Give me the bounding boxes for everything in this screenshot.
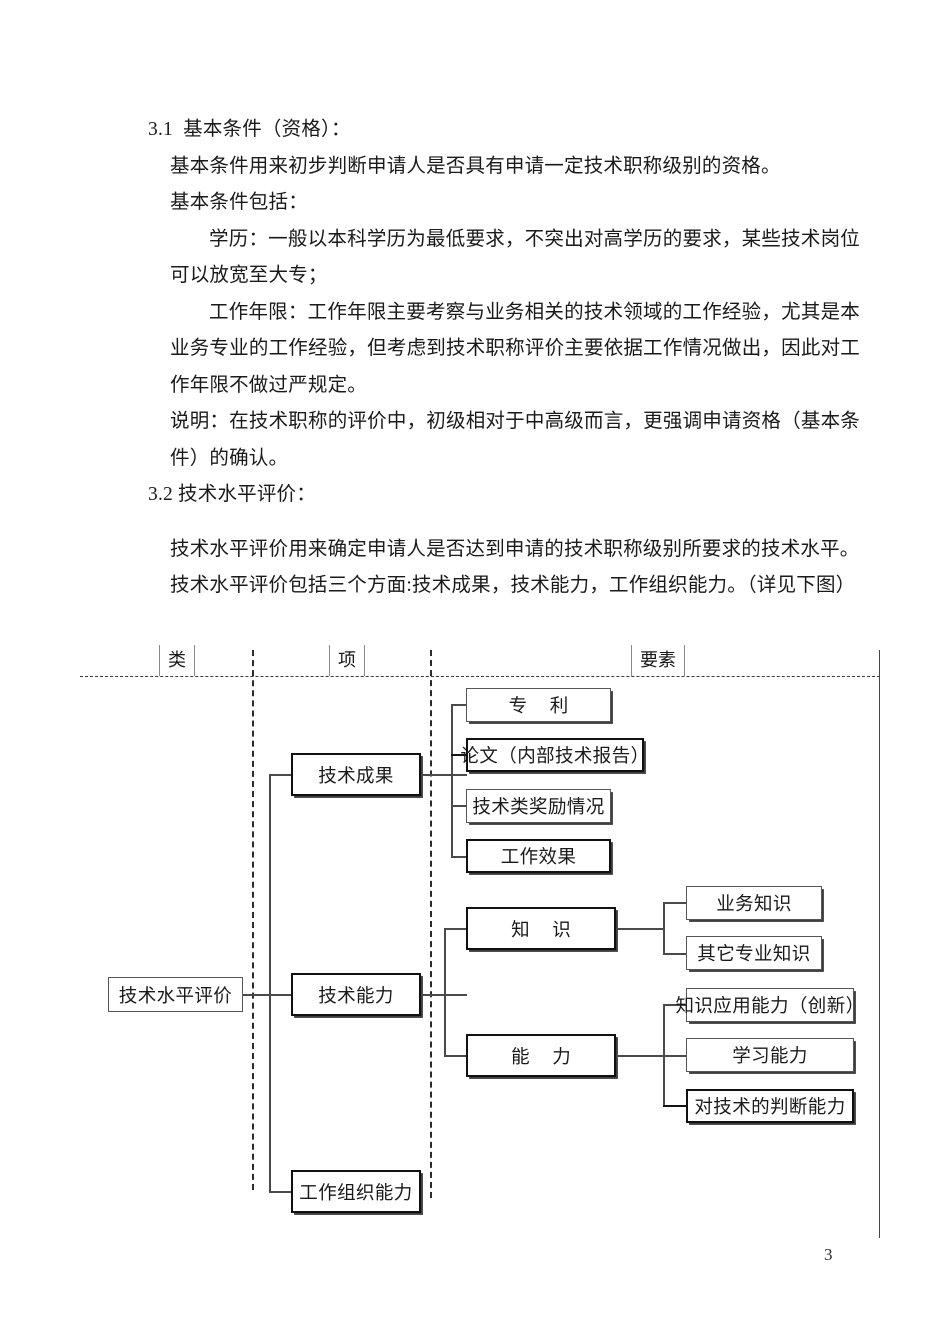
node-other-professional-knowledge: 其它专业知识	[686, 936, 822, 970]
diagram-right-border	[879, 650, 880, 1238]
connector-knowledge-to-other	[663, 953, 687, 955]
connector-capability-to-judgment	[663, 1105, 687, 1108]
node-technical-achievements: 技术成果	[291, 753, 421, 796]
connector-spine-to-organization	[269, 1191, 291, 1193]
connector-knowledge-to-business	[663, 902, 687, 904]
connector-main-spine	[269, 775, 271, 1193]
connector-ability-to-capability	[444, 1055, 468, 1057]
connector-capability-to-learning	[663, 1055, 687, 1057]
node-technical-award-status: 技术类奖励情况	[466, 789, 611, 823]
paragraph-3-1-1: 基本条件用来初步判断申请人是否具有申请一定技术职称级别的资格。	[170, 155, 781, 177]
connector-achievements-to-patent	[451, 704, 467, 706]
connector-ability-bus	[444, 929, 446, 1057]
header-divider-line	[80, 676, 880, 677]
connector-achievements-to-paper	[451, 754, 467, 757]
column-divider-item-element	[430, 650, 432, 1198]
connector-capability-to-application	[663, 1004, 687, 1006]
node-technical-judgment-ability: 对技术的判断能力	[686, 1089, 854, 1123]
column-divider-class-item	[252, 650, 254, 1190]
connector-spine-to-achievements	[269, 774, 291, 776]
page-number: 3	[824, 1245, 833, 1264]
connector-spine-to-ability	[269, 994, 291, 996]
node-knowledge-application-innovation: 知识应用能力（创新）	[676, 988, 864, 1022]
node-work-organization-ability: 工作组织能力	[291, 1170, 421, 1213]
paragraph-3-1-5: 说明：在技术职称的评价中，初级相对于中高级而言，更强调申请资格（基本条件）的确认…	[170, 411, 860, 469]
node-patent: 专 利	[466, 688, 611, 722]
section-heading-3-2: 3.2 技术水平评价：	[148, 484, 316, 505]
section-heading-3-1: 3.1 基本条件（资格）：	[148, 119, 351, 140]
connector-achievements-out	[421, 774, 467, 776]
connector-knowledge-out	[616, 928, 664, 930]
document-body: 3.1 基本条件（资格）： 基本条件用来初步判断申请人是否具有申请一定技术职称级…	[148, 112, 860, 605]
column-header-element: 要素	[631, 645, 685, 676]
paragraph-3-2-2: 技术水平评价包括三个方面:技术成果，技术能力，工作组织能力。（详见下图）	[170, 575, 856, 596]
connector-achievements-bus	[451, 705, 453, 857]
connector-root-to-spine	[243, 994, 271, 996]
column-header-item: 项	[329, 645, 365, 676]
paragraph-3-1-4: 工作年限：工作年限主要考察与业务相关的技术领域的工作经验，尤其是本业务专业的工作…	[170, 301, 860, 396]
connector-achievements-to-effect	[451, 856, 467, 858]
node-work-effect: 工作效果	[466, 839, 611, 873]
connector-knowledge-bus	[663, 903, 665, 955]
connector-achievements-to-award	[451, 805, 467, 807]
connector-capability-out	[616, 1055, 664, 1057]
node-business-knowledge: 业务知识	[686, 886, 822, 920]
column-header-class: 类	[159, 645, 195, 676]
paragraph-3-1-2: 基本条件包括：	[170, 192, 308, 213]
node-paper-internal-tech-report: 论文（内部技术报告）	[461, 738, 649, 772]
node-root-technical-level-evaluation: 技术水平评价	[108, 977, 243, 1012]
node-capability: 能 力	[466, 1034, 616, 1077]
paragraph-3-1-3: 学历：一般以本科学历为最低要求，不突出对高学历的要求，某些技术岗位可以放宽至大专…	[170, 228, 860, 287]
node-learning-ability: 学习能力	[686, 1038, 854, 1072]
connector-ability-to-knowledge	[444, 928, 468, 930]
node-knowledge: 知 识	[466, 907, 616, 950]
paragraph-3-2-1: 技术水平评价用来确定申请人是否达到申请的技术职称级别所要求的技术水平。	[170, 538, 860, 560]
node-technical-ability: 技术能力	[291, 973, 421, 1016]
